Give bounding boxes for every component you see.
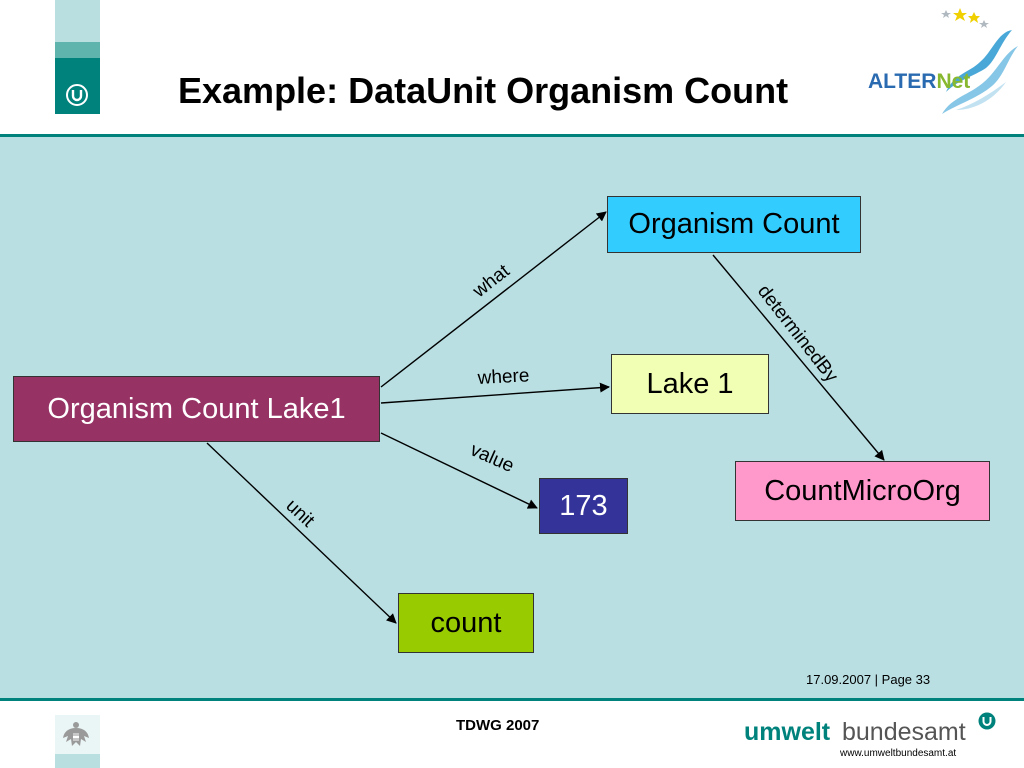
edge-unit: [206, 442, 397, 624]
edge-label-unit: unit: [282, 495, 319, 532]
svg-text:ALTERNet: ALTERNet: [868, 70, 970, 93]
node-value: 173: [539, 478, 628, 534]
header-color-bar-light: [55, 0, 100, 42]
eagle-icon: [63, 722, 89, 746]
uba-u-icon: [978, 712, 996, 730]
edge-what: [380, 211, 607, 388]
footer-divider: [0, 698, 1024, 701]
node-count-micro-org: CountMicroOrg: [735, 461, 990, 521]
edge-label-what: what: [468, 260, 514, 302]
header-color-bar-mid: [55, 42, 100, 58]
edge-determined-by: [712, 254, 885, 461]
diagram-edges: what where value unit determinedBy: [206, 211, 885, 624]
slide-header: Example: DataUnit Organism Count ALTERNe…: [0, 0, 1024, 136]
node-organism-count: Organism Count: [607, 196, 861, 253]
u-logo-icon: [66, 84, 88, 106]
alternet-logo-text-net: Net: [936, 70, 970, 93]
node-lake: Lake 1: [611, 354, 769, 414]
edge-label-value: value: [467, 439, 517, 477]
edge-where: [380, 382, 610, 404]
uba-brand-bold: umwelt: [744, 718, 831, 746]
diagram-panel: what where value unit determinedBy Organ…: [0, 137, 1024, 698]
header-divider: [0, 134, 1024, 137]
alternet-logo-text-alter: ALTER: [868, 70, 936, 93]
footer-event-label: TDWG 2007: [456, 717, 540, 734]
uba-brand-light: bundesamt: [842, 718, 966, 746]
uba-url: www.umweltbundesamt.at: [840, 748, 957, 759]
node-count: count: [398, 593, 534, 653]
slide-title: Example: DataUnit Organism Count: [178, 70, 789, 111]
edge-label-where: where: [476, 365, 530, 389]
node-organism-count-lake1: Organism Count Lake1: [13, 376, 380, 442]
umweltbundesamt-logo: umwelt bundesamt www.umweltbundesamt.at: [744, 712, 1000, 766]
alternet-logo: ALTERNet: [868, 8, 1018, 114]
footer-color-bar-mid: [55, 754, 100, 768]
edge-value: [380, 432, 538, 509]
page-info: 17.09.2007 | Page 33: [806, 672, 931, 687]
